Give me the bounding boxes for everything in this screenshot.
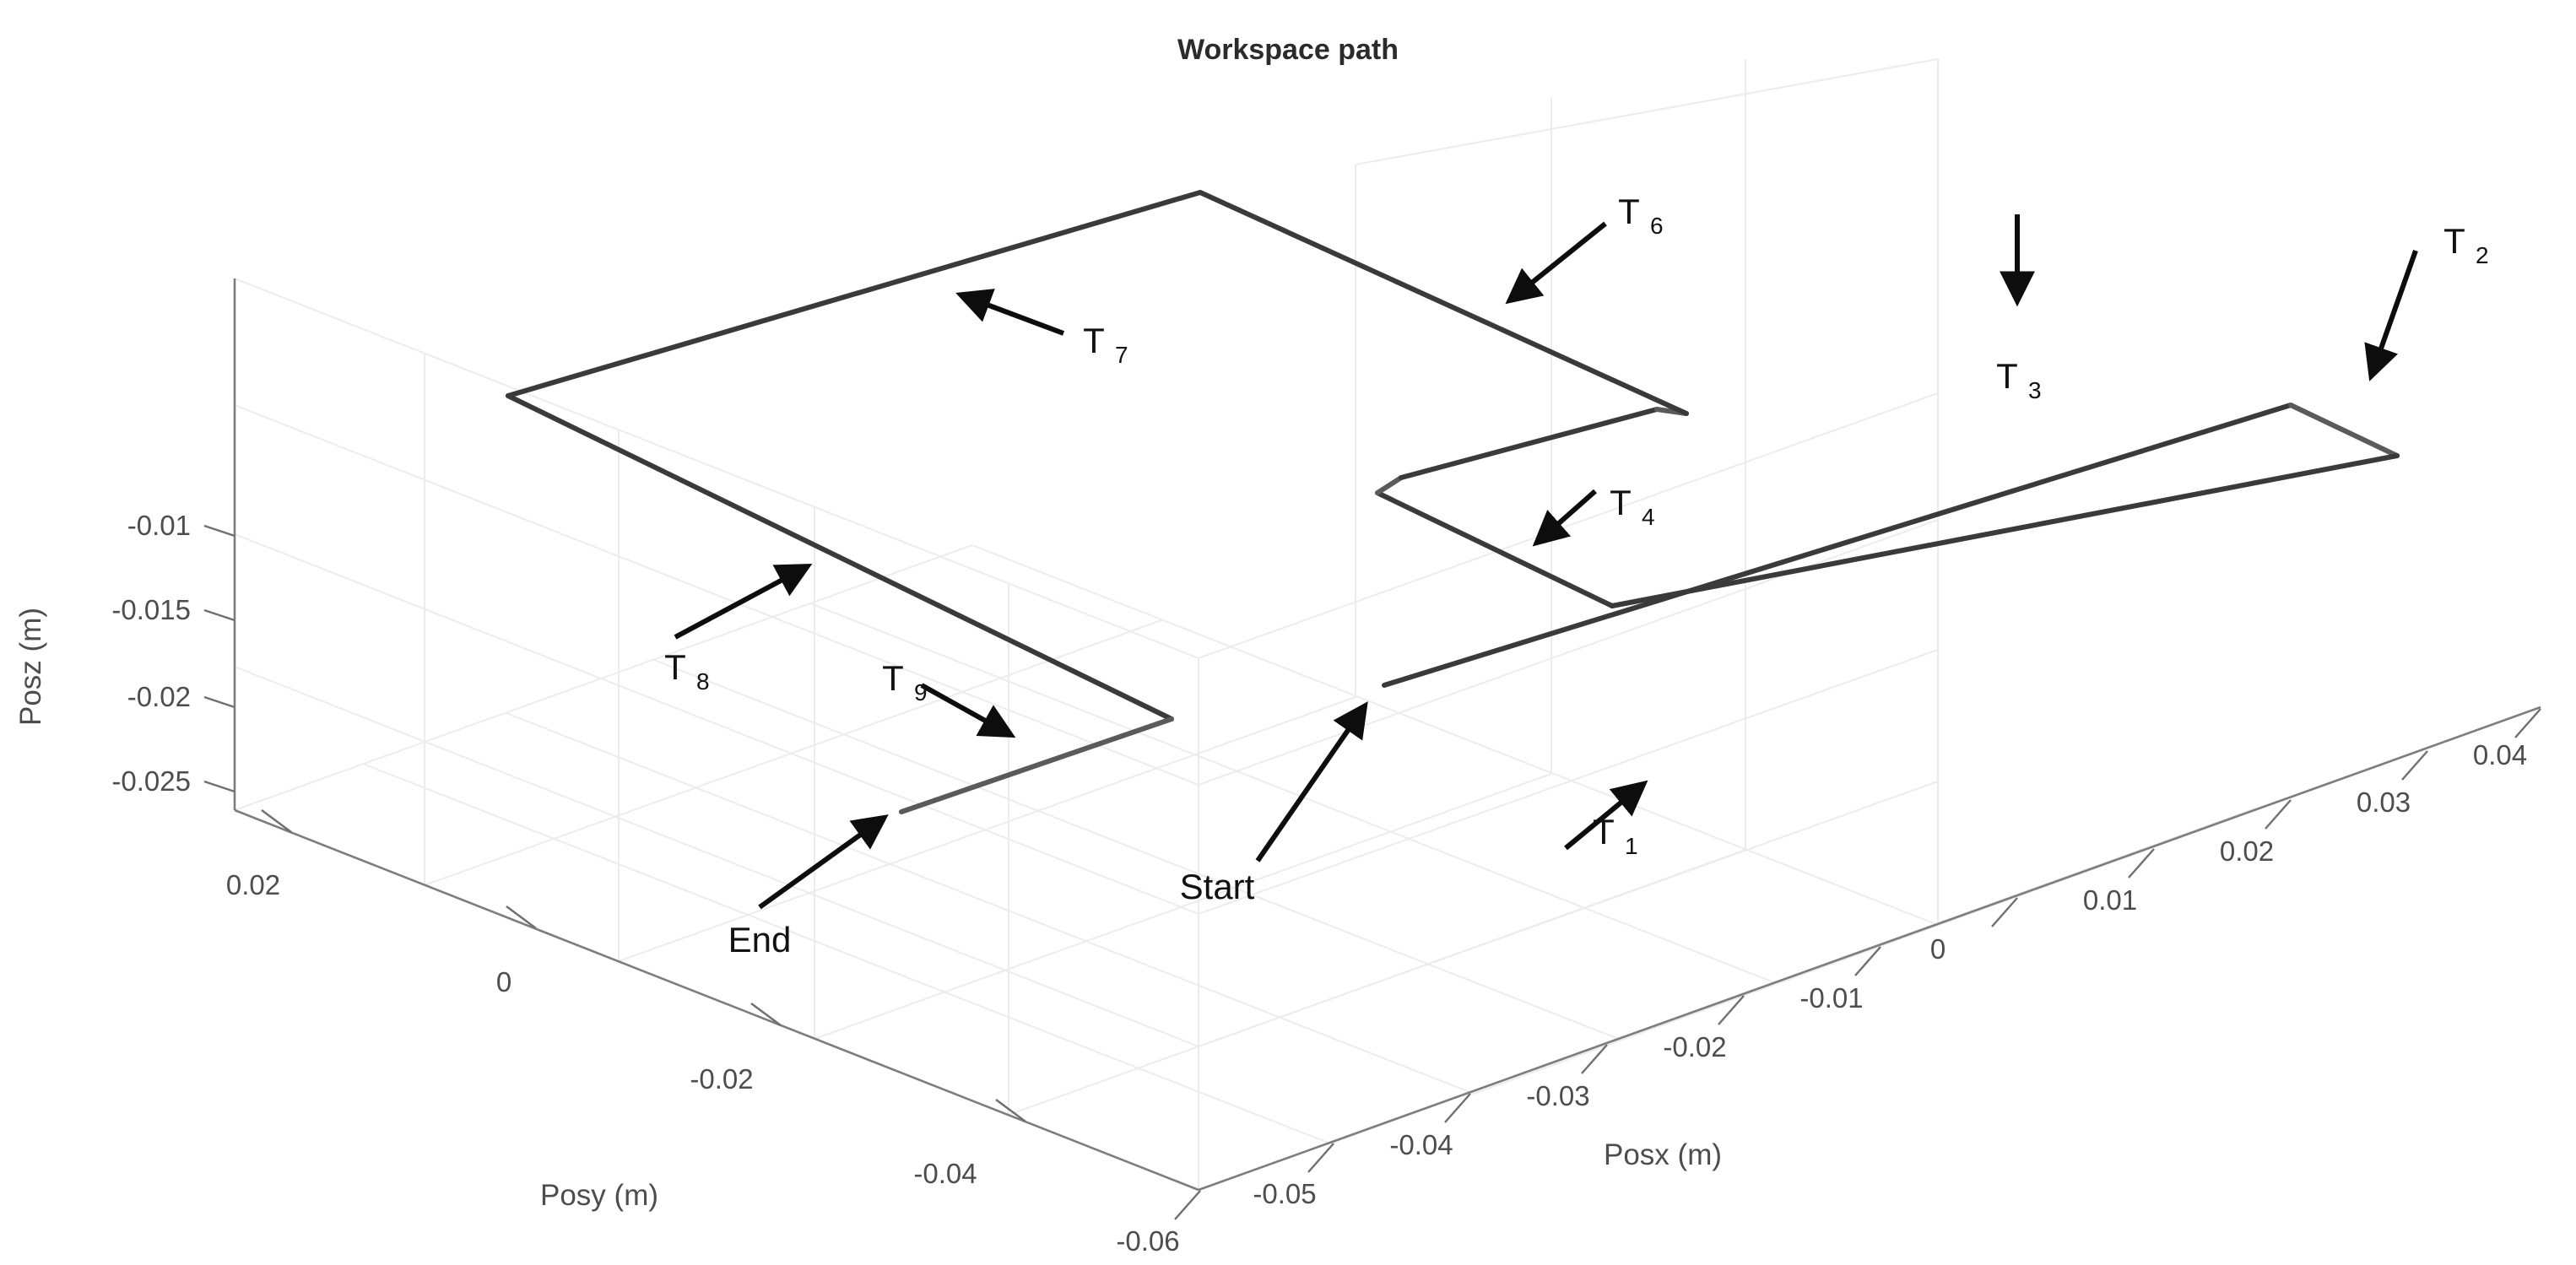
annotation-sub-t4: 4 (1642, 504, 1655, 530)
x-tick-label: -0.05 (1253, 1178, 1316, 1209)
annotation-arrows (674, 214, 2418, 910)
axis-lines (233, 278, 2541, 1192)
t1-arrow (1564, 780, 1648, 851)
x-tick-label: -0.02 (1663, 1031, 1726, 1062)
annotation-sub-t8: 8 (696, 668, 710, 695)
z-tick-label: -0.02 (127, 681, 191, 712)
x-axis-label: Posx (m) (1604, 1138, 1722, 1171)
x-tick-label: 0.02 (2220, 835, 2274, 867)
annotation-label-t4: T (1610, 483, 1632, 522)
annotation-sub-t9: 9 (914, 679, 928, 705)
end-arrow (758, 814, 889, 910)
t9-arrow (920, 683, 1016, 738)
x-tick-label: -0.04 (1389, 1129, 1453, 1160)
y-tick-label: 0.02 (226, 869, 280, 900)
y-tick-marks (261, 809, 1026, 1122)
t7-arrow (955, 289, 1065, 336)
x-axis-line (1198, 705, 2541, 1192)
annotation-label-t6: T (1618, 192, 1640, 231)
annotation-sub-t6: 6 (1650, 213, 1664, 239)
x-tick-label: -0.06 (1116, 1225, 1179, 1257)
annotation-label-t3: T (1996, 356, 2018, 396)
annotation-label-t1: T (1593, 812, 1615, 851)
annotation-labels: Start T 1 T 2 T 3 T 4 T 6 T 7 T 8 T 9 En… (664, 192, 2488, 960)
y-tick-label: 0 (496, 966, 511, 997)
x-tick-label: 0.01 (2083, 884, 2137, 916)
y-axis-label: Posy (m) (540, 1179, 658, 1212)
t2-arrow (2364, 249, 2418, 381)
x-tick-label: 0 (1930, 933, 1946, 965)
workspace-path-polyline (506, 190, 2400, 814)
t4-arrow (1532, 489, 1597, 547)
annotation-sub-t2: 2 (2476, 242, 2489, 268)
annotation-label-start: Start (1180, 867, 1255, 906)
y-axis-line (234, 808, 1199, 1192)
annotation-sub-t7: 7 (1115, 342, 1128, 368)
annotation-label-t8: T (664, 647, 686, 687)
z-tick-marks (203, 524, 235, 793)
x-tick-label: 0.03 (2357, 787, 2411, 818)
annotation-label-t9: T (882, 658, 904, 698)
y-tick-label: -0.04 (913, 1158, 977, 1189)
page-title: Workspace path (1177, 34, 1399, 66)
z-tick-label: -0.015 (111, 594, 191, 625)
annotation-label-end: End (728, 920, 792, 960)
y-tick-label: -0.02 (690, 1063, 753, 1095)
x-tick-label: -0.03 (1526, 1080, 1589, 1111)
annotation-sub-t1: 1 (1625, 833, 1638, 859)
z-tick-label: -0.01 (127, 510, 191, 541)
z-axis-label: Posz (m) (14, 608, 47, 726)
t8-arrow (674, 564, 813, 640)
annotation-label-t7: T (1083, 321, 1105, 360)
x-tick-label: 0.04 (2473, 739, 2527, 770)
x-tick-label: -0.01 (1799, 982, 1863, 1014)
annotation-label-t2: T (2443, 221, 2465, 261)
x-tick-marks (1174, 708, 2541, 1220)
t6-arrow (1505, 221, 1607, 305)
start-arrow (1255, 701, 1368, 862)
z-tick-label: -0.025 (111, 765, 191, 797)
annotation-sub-t3: 3 (2028, 377, 2042, 403)
